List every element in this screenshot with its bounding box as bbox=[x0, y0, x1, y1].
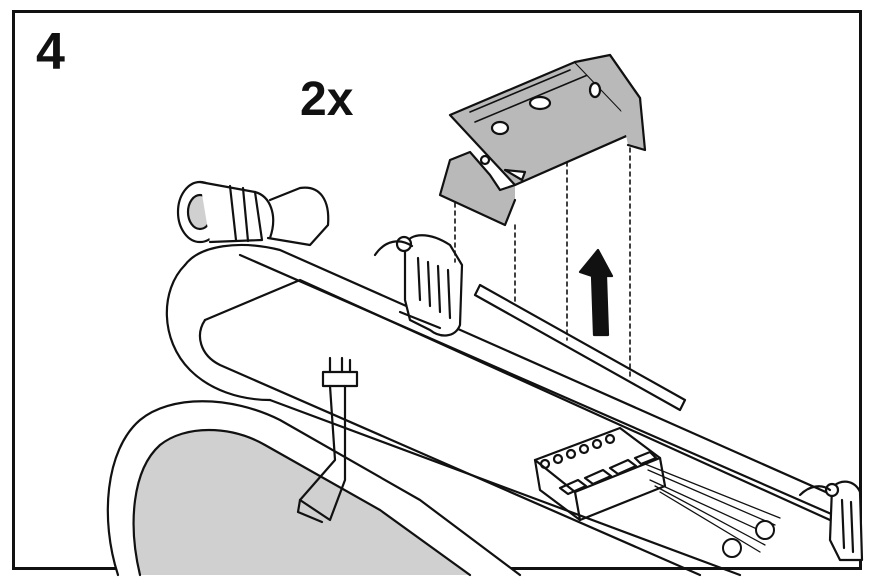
diffuser-cover bbox=[106, 400, 522, 577]
terminal-block bbox=[533, 426, 667, 522]
luminaire-housing bbox=[165, 243, 857, 577]
arrow-up-icon bbox=[578, 248, 614, 337]
wiring bbox=[644, 463, 781, 558]
quantity-label: 2x bbox=[300, 73, 354, 126]
retaining-clip-left bbox=[373, 234, 464, 337]
retaining-clip-right bbox=[798, 480, 864, 562]
connector-cable bbox=[296, 356, 359, 524]
alignment-guides bbox=[454, 129, 631, 381]
mounting-bracket-icon bbox=[438, 53, 647, 227]
cable-gland bbox=[176, 180, 330, 247]
step-number: 4 bbox=[36, 23, 65, 81]
